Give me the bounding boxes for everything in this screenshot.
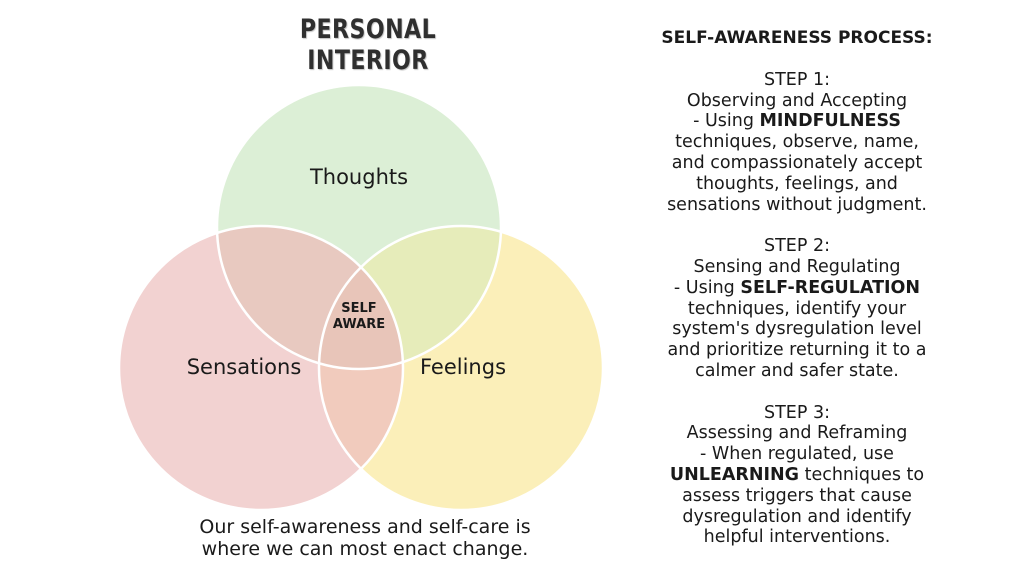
process-step-3: STEP 3:Assessing and Reframing - When re… [640,403,954,549]
step-text-line: UNLEARNING techniques to [640,465,954,486]
process-step-2: STEP 2:Sensing and Regulating - Using SE… [640,236,954,382]
feelings-label: Feelings [420,355,506,379]
step-text-line: calmer and safer state. [640,361,954,382]
step-technique-keyword: SELF-REGULATION [740,277,921,298]
step-text: - Using [673,277,741,298]
step-text-line: sensations without judgment. [640,195,954,216]
caption-line: Our self-awareness and self-care is [199,516,531,538]
step-text-line: and prioritize returning it to a [640,340,954,361]
caption-line: where we can most enact change. [201,538,529,560]
step-text-line: - Using SELF-REGULATION [640,278,954,299]
step-subtitle: Sensing and Regulating [693,256,901,277]
step-text: sensations without judgment. [667,194,927,215]
self-aware-label-line1: SELF [341,301,376,316]
step-text: techniques to [799,464,925,485]
step-technique-keyword: UNLEARNING [669,464,800,485]
thoughts-label: Thoughts [309,165,408,189]
sensations-label: Sensations [187,355,302,379]
step-text-line: techniques, identify your [640,299,954,320]
step-text-line: - Using MINDFULNESS [640,111,954,132]
step-text-line: thoughts, feelings, and [640,174,954,195]
process-panel: SELF-AWARENESS PROCESS: STEP 1:Observing… [640,28,954,569]
step-title: STEP 1: [763,69,830,90]
step-text-line: helpful interventions. [640,527,954,548]
step-text-line: system's dysregulation level [640,319,954,340]
venn-diagram: Thoughts Sensations Feelings SELF AWARE [117,83,605,512]
diagram-title: PERSONAL INTERIOR [299,14,437,76]
step-text: assess triggers that cause [682,485,912,506]
step-text: and compassionately accept [671,152,923,173]
step-text: calmer and safer state. [695,360,899,381]
caption: Our self-awareness and self-care is wher… [150,516,580,560]
step-text-line: and compassionately accept [640,153,954,174]
step-text-line: dysregulation and identify [640,507,954,528]
step-text: dysregulation and identify [682,506,912,527]
process-step-1: STEP 1:Observing and Accepting - Using M… [640,70,954,216]
step-text: and prioritize returning it to a [667,340,927,361]
step-text: techniques, identify your [687,298,907,319]
step-text: system's dysregulation level [672,319,922,340]
circle-outlines [117,83,605,512]
step-text: - Using [693,111,760,132]
step-title: STEP 2: [763,236,830,257]
step-text: helpful interventions. [703,527,891,548]
step-text: thoughts, feelings, and [696,173,898,194]
step-title: STEP 3: [763,402,830,423]
process-steps: STEP 1:Observing and Accepting - Using M… [640,70,954,548]
step-text: - When regulated, use [700,444,894,465]
step-text-line: techniques, observe, name, [640,132,954,153]
step-text-line: assess triggers that cause [640,486,954,507]
step-text-line: - When regulated, use [640,444,954,465]
step-technique-keyword: MINDFULNESS [759,111,901,132]
step-text: techniques, observe, name, [675,132,919,153]
process-heading: SELF-AWARENESS PROCESS: [661,28,933,48]
step-subtitle: Observing and Accepting [686,90,908,111]
step-subtitle: Assessing and Reframing [686,423,908,444]
self-aware-label-line2: AWARE [333,317,385,332]
